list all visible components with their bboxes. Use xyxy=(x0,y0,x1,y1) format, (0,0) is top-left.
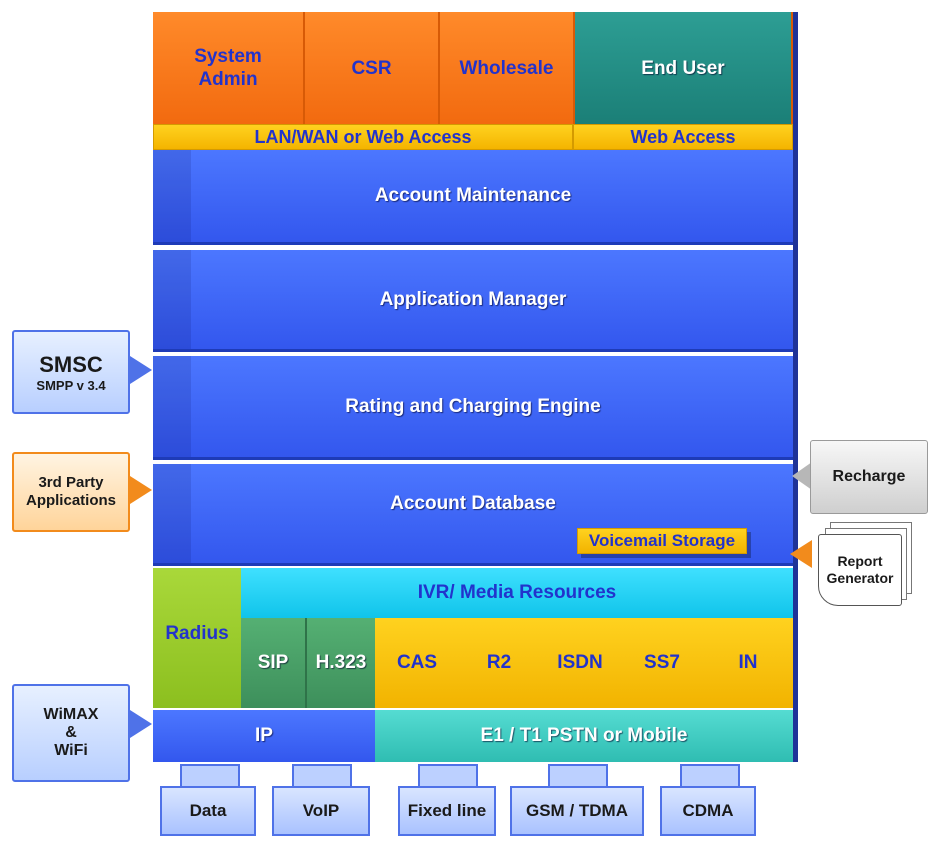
protocol-cas: CAS xyxy=(375,618,459,708)
role-csr-label: CSR xyxy=(351,57,392,79)
recharge-callout: Recharge xyxy=(810,440,928,514)
input-fixed-line-label: Fixed line xyxy=(407,801,487,820)
layer-application-manager: Application Manager xyxy=(153,250,793,352)
transport-ip-label: IP xyxy=(255,725,273,746)
web-access-label: Web Access xyxy=(630,126,736,147)
input-data-label: Data xyxy=(189,801,227,820)
protocol-in: IN xyxy=(703,618,793,708)
wimax-label: WiMAX xyxy=(43,706,99,723)
recharge-arrow-icon xyxy=(792,462,812,490)
layer-stripe xyxy=(153,464,191,563)
role-end-user: End User xyxy=(575,12,793,124)
ampersand-label: & xyxy=(65,724,77,741)
voicemail-storage: Voicemail Storage xyxy=(577,528,747,554)
layer-application-manager-label: Application Manager xyxy=(379,288,567,310)
report-generator-label: Report Generator xyxy=(826,553,894,586)
protocol-isdn: ISDN xyxy=(539,618,621,708)
input-data: Data xyxy=(160,786,256,836)
input-cdma-label: CDMA xyxy=(682,801,734,820)
lan-wan-access-bar: LAN/WAN or Web Access xyxy=(153,124,573,150)
smsc-callout: SMSC SMPP v 3.4 xyxy=(12,330,130,414)
layer-stripe xyxy=(153,356,191,457)
input-voip: VoIP xyxy=(272,786,370,836)
input-fixed-line: Fixed line xyxy=(398,786,496,836)
transport-pstn-mobile: E1 / T1 PSTN or Mobile xyxy=(375,710,793,762)
third-party-label: 3rd Party Applications xyxy=(25,474,116,509)
smsc-arrow-icon xyxy=(130,356,152,384)
layer-stripe xyxy=(153,250,191,349)
radius-block: Radius xyxy=(153,568,241,708)
input-voip-label: VoIP xyxy=(302,801,340,820)
protocol-ss7: SS7 xyxy=(621,618,703,708)
voip-up-arrow-icon xyxy=(292,764,352,790)
radius-label: Radius xyxy=(165,623,229,644)
fixed-line-up-arrow-icon xyxy=(418,764,478,790)
third-party-arrow-icon xyxy=(130,476,152,504)
layer-stripe xyxy=(153,150,191,242)
smsc-subtitle: SMPP v 3.4 xyxy=(36,377,106,393)
cdma-up-arrow-icon xyxy=(680,764,740,790)
input-gsm-tdma: GSM / TDMA xyxy=(510,786,644,836)
protocol-ss7-label: SS7 xyxy=(644,652,680,673)
recharge-label: Recharge xyxy=(832,468,906,485)
protocol-h323-label: H.323 xyxy=(315,652,367,673)
ivr-media-resources: IVR/ Media Resources xyxy=(241,568,793,618)
input-gsm-tdma-label: GSM / TDMA xyxy=(526,801,628,820)
wimax-arrow-icon xyxy=(130,710,152,738)
wimax-wifi-callout: WiMAX & WiFi xyxy=(12,684,130,782)
protocol-r2: R2 xyxy=(459,618,539,708)
voicemail-storage-label: Voicemail Storage xyxy=(588,531,736,550)
transport-ip: IP xyxy=(153,710,375,762)
protocol-sip: SIP xyxy=(241,618,307,708)
report-arrow-icon xyxy=(790,540,812,568)
report-generator-callout: Report Generator xyxy=(818,534,902,606)
role-wholesale-label: Wholesale xyxy=(459,57,554,79)
layer-account-database: Account Database xyxy=(153,464,793,566)
protocol-r2-label: R2 xyxy=(486,652,512,673)
protocol-isdn-label: ISDN xyxy=(557,652,603,673)
layer-rating-charging-engine: Rating and Charging Engine xyxy=(153,356,793,460)
protocol-cas-label: CAS xyxy=(396,652,438,673)
role-end-user-label: End User xyxy=(641,57,725,79)
smsc-title: SMSC xyxy=(39,351,103,377)
layer-rating-charging-engine-label: Rating and Charging Engine xyxy=(345,395,601,417)
lan-wan-access-label: LAN/WAN or Web Access xyxy=(254,126,472,147)
gsm-tdma-up-arrow-icon xyxy=(548,764,608,790)
input-cdma: CDMA xyxy=(660,786,756,836)
layer-account-maintenance: Account Maintenance xyxy=(153,150,793,245)
protocol-h323: H.323 xyxy=(307,618,375,708)
protocol-sip-label: SIP xyxy=(257,652,289,673)
role-system-admin-label: System Admin xyxy=(194,46,262,90)
stack-edge-shadow xyxy=(793,12,798,762)
wifi-label: WiFi xyxy=(54,742,88,759)
role-wholesale: Wholesale xyxy=(440,12,575,124)
data-up-arrow-icon xyxy=(180,764,240,790)
ivr-label: IVR/ Media Resources xyxy=(417,582,617,603)
third-party-callout: 3rd Party Applications xyxy=(12,452,130,532)
protocol-in-label: IN xyxy=(738,652,758,673)
layer-account-database-label: Account Database xyxy=(390,492,556,514)
web-access-bar: Web Access xyxy=(573,124,793,150)
role-csr: CSR xyxy=(305,12,440,124)
layer-account-maintenance-label: Account Maintenance xyxy=(374,185,572,206)
role-system-admin: System Admin xyxy=(153,12,305,124)
transport-pstn-label: E1 / T1 PSTN or Mobile xyxy=(480,725,688,746)
